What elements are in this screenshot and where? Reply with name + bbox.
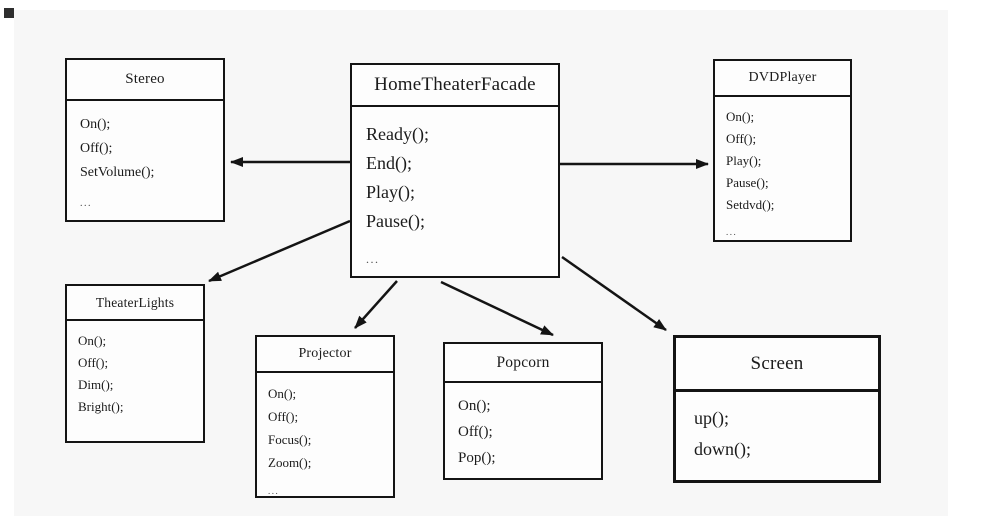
method-line: Bright(); — [78, 399, 124, 414]
method-line: Focus(); — [268, 432, 312, 447]
method-line: Off(); — [80, 141, 113, 156]
class-box-hometheaterfacade: HomeTheaterFacade Ready(); End(); Play()… — [350, 63, 560, 278]
class-methods-theaterlights: On(); Off(); Dim(); Bright(); — [67, 321, 203, 418]
method-line: On(); — [726, 109, 755, 124]
method-line: Pause(); — [366, 211, 425, 231]
ellipsis-line: ... — [80, 198, 92, 209]
class-methods-stereo: On(); Off(); SetVolume(); ... — [67, 101, 223, 216]
class-methods-hometheaterfacade: Ready(); End(); Play(); Pause(); ... — [352, 107, 558, 274]
method-line: Pop(); — [458, 450, 496, 466]
method-line: Off(); — [78, 355, 109, 370]
class-box-popcorn: Popcorn On(); Off(); Pop(); — [443, 342, 603, 480]
method-line: Play(); — [726, 153, 762, 168]
method-line: End(); — [366, 153, 412, 173]
ellipsis-line: ... — [366, 252, 380, 266]
class-title-hometheaterfacade: HomeTheaterFacade — [352, 65, 558, 107]
method-line: On(); — [80, 117, 111, 132]
class-methods-popcorn: On(); Off(); Pop(); — [445, 383, 601, 471]
class-methods-dvdplayer: On(); Off(); Play(); Pause(); Setdvd(); … — [715, 97, 850, 243]
method-line: Off(); — [726, 131, 757, 146]
method-line: On(); — [78, 333, 107, 348]
method-line: Dim(); — [78, 377, 114, 392]
class-title-theaterlights: TheaterLights — [67, 286, 203, 321]
method-line: Setdvd(); — [726, 197, 775, 212]
method-line: On(); — [268, 386, 297, 401]
class-title-projector: Projector — [257, 337, 393, 373]
class-methods-screen: up(); down(); — [676, 392, 878, 465]
method-line: Pause(); — [726, 175, 769, 190]
corner-artifact-square — [4, 8, 14, 18]
class-title-stereo: Stereo — [67, 60, 223, 101]
class-title-screen: Screen — [676, 338, 878, 392]
method-line: Zoom(); — [268, 455, 312, 470]
class-box-dvdplayer: DVDPlayer On(); Off(); Play(); Pause(); … — [713, 59, 852, 242]
class-title-dvdplayer: DVDPlayer — [715, 61, 850, 97]
method-line: Ready(); — [366, 124, 429, 144]
method-line: Off(); — [458, 424, 493, 440]
class-box-theaterlights: TheaterLights On(); Off(); Dim(); Bright… — [65, 284, 205, 443]
ellipsis-line: ... — [268, 486, 280, 496]
class-box-stereo: Stereo On(); Off(); SetVolume(); ... — [65, 58, 225, 222]
class-title-popcorn: Popcorn — [445, 344, 601, 383]
method-line: down(); — [694, 439, 751, 459]
class-box-projector: Projector On(); Off(); Focus(); Zoom(); … — [255, 335, 395, 498]
class-box-screen: Screen up(); down(); — [673, 335, 881, 483]
class-methods-projector: On(); Off(); Focus(); Zoom(); ... — [257, 373, 393, 503]
method-line: Play(); — [366, 182, 415, 202]
method-line: Off(); — [268, 409, 299, 424]
method-line: On(); — [458, 398, 491, 414]
method-line: SetVolume(); — [80, 165, 155, 180]
ellipsis-line: ... — [726, 227, 738, 237]
method-line: up(); — [694, 408, 729, 428]
